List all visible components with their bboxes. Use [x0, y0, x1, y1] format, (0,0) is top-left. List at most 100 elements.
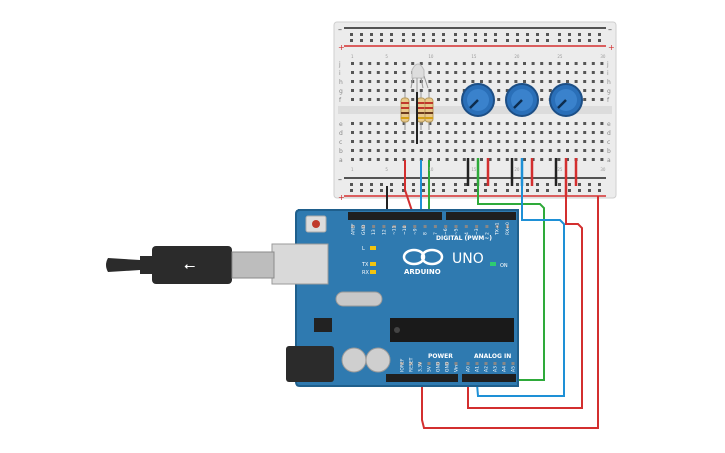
header-pin[interactable]: [475, 362, 479, 365]
header-pin[interactable]: [502, 362, 506, 365]
terminal-hole: [514, 158, 518, 161]
header-pin[interactable]: [351, 225, 355, 228]
terminal-hole: [574, 149, 578, 152]
potentiometer-3[interactable]: [549, 83, 583, 117]
header-pin[interactable]: [475, 225, 479, 228]
header-pin[interactable]: [427, 362, 431, 365]
header-pin[interactable]: [454, 225, 458, 228]
terminal-hole: [514, 122, 518, 125]
terminal-hole: [591, 80, 595, 83]
terminal-hole: [480, 122, 483, 125]
power-jack: [286, 346, 334, 382]
terminal-hole: [454, 149, 458, 152]
rail-hole: [598, 33, 601, 36]
rail-hole: [484, 183, 487, 186]
header-pin[interactable]: [466, 362, 470, 365]
rail-hole: [464, 183, 467, 186]
terminal-hole: [591, 149, 595, 152]
header-pin[interactable]: [403, 225, 406, 228]
column-number: 20: [514, 167, 520, 172]
rail-hole: [360, 39, 363, 42]
terminal-hole: [523, 71, 526, 74]
terminal-hole: [462, 158, 466, 161]
header-pin[interactable]: [400, 362, 404, 365]
row-letter: d: [607, 130, 611, 137]
resistor-3[interactable]: [424, 92, 434, 130]
rail-hole: [558, 33, 561, 36]
terminal-hole: [557, 62, 561, 65]
wire-red-pin11[interactable]: [404, 160, 414, 215]
potentiometer-1[interactable]: [461, 83, 495, 117]
header-pin[interactable]: [454, 362, 458, 365]
terminal-hole: [411, 122, 415, 125]
header-pin[interactable]: [484, 362, 488, 365]
terminal-hole: [480, 62, 483, 65]
terminal-hole: [505, 122, 509, 125]
terminal-hole: [600, 140, 604, 143]
terminal-hole: [454, 62, 458, 65]
pin-label: A2: [484, 366, 490, 372]
arduino-uno-board[interactable]: ARDUINO UNO ON L TX RX DIGITAL (PWM~) PO…: [271, 209, 519, 387]
terminal-hole: [557, 131, 561, 134]
header-pin[interactable]: [413, 225, 417, 228]
row-letter: i: [339, 70, 341, 77]
terminal-hole: [394, 98, 397, 101]
header-pin[interactable]: [392, 225, 396, 228]
wire-red-a2[interactable]: [467, 196, 583, 409]
terminal-hole: [394, 71, 397, 74]
terminal-hole: [385, 80, 389, 83]
pin-label: ~3: [474, 228, 480, 235]
terminal-hole: [497, 122, 501, 125]
header-pin[interactable]: [433, 225, 437, 228]
wire-blue-a1[interactable]: [475, 186, 565, 397]
top-minus-sign-right: –: [608, 25, 612, 34]
resistor-1[interactable]: [400, 92, 410, 130]
header-pin[interactable]: [445, 362, 449, 365]
digital-header-left: [348, 212, 442, 220]
rail-hole: [380, 39, 383, 42]
row-letter: e: [339, 121, 343, 128]
rail-hole: [526, 189, 529, 192]
row-letter: e: [607, 121, 611, 128]
header-pin[interactable]: [409, 362, 413, 365]
wire-red-5v[interactable]: [421, 196, 599, 429]
potentiometer-2[interactable]: [505, 83, 539, 117]
usb-cable[interactable]: ⭠: [106, 246, 275, 284]
terminal-hole: [514, 71, 518, 74]
rgb-led[interactable]: [410, 63, 429, 92]
rail-hole: [484, 189, 487, 192]
resistor-1-band: [401, 107, 409, 109]
terminal-hole: [505, 62, 509, 65]
terminal-hole: [411, 140, 415, 143]
header-pin[interactable]: [418, 362, 422, 365]
header-pin[interactable]: [361, 225, 365, 228]
header-pin[interactable]: [372, 225, 376, 228]
header-pin[interactable]: [495, 225, 499, 228]
terminal-hole: [437, 122, 440, 125]
header-pin[interactable]: [493, 362, 497, 365]
rail-hole: [442, 189, 445, 192]
header-pin[interactable]: [444, 225, 448, 228]
header-pin[interactable]: [506, 225, 509, 228]
terminal-hole: [376, 62, 380, 65]
terminal-hole: [437, 71, 440, 74]
terminal-hole: [574, 131, 578, 134]
header-pin[interactable]: [464, 225, 468, 228]
terminal-hole: [497, 158, 501, 161]
terminal-hole: [523, 62, 526, 65]
terminal-hole: [574, 80, 578, 83]
terminal-hole: [402, 140, 406, 143]
header-pin[interactable]: [485, 225, 489, 228]
rail-hole: [558, 39, 561, 42]
column-number: 25: [557, 54, 563, 59]
rail-hole: [370, 183, 373, 186]
row-letter: c: [607, 139, 610, 146]
header-pin[interactable]: [382, 225, 386, 228]
terminal-hole: [548, 62, 552, 65]
header-pin[interactable]: [423, 225, 427, 228]
terminal-hole: [351, 140, 354, 143]
header-pin[interactable]: [436, 362, 440, 365]
rail-hole: [422, 183, 425, 186]
header-pin[interactable]: [511, 362, 515, 365]
top-plus-sign: +: [338, 43, 345, 52]
